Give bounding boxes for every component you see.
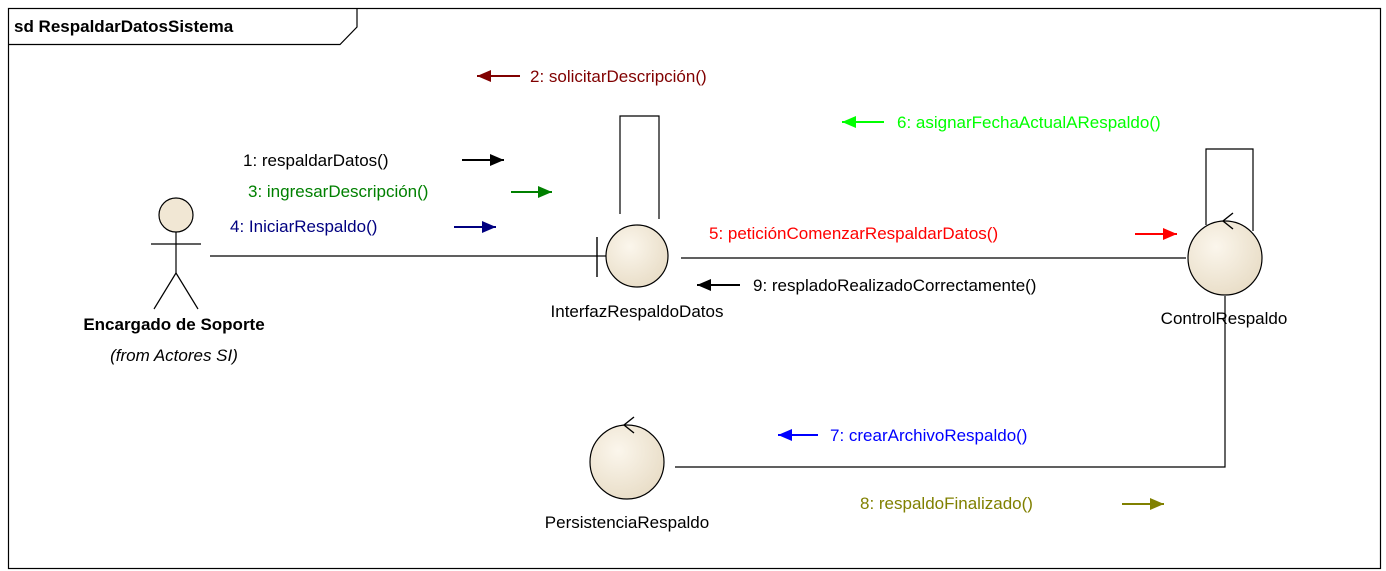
message-label-4: 4: IniciarRespaldo() bbox=[230, 217, 377, 236]
actor-name: Encargado de Soporte bbox=[83, 315, 264, 334]
control-respaldo-icon bbox=[1187, 212, 1263, 296]
arrow-head bbox=[778, 429, 792, 441]
boundary-interfaz-icon bbox=[596, 224, 669, 288]
message-label-2: 2: solicitarDescripción() bbox=[530, 67, 707, 86]
message-arrow-5 bbox=[1135, 228, 1177, 240]
arrow-head bbox=[482, 221, 496, 233]
message-arrow-1 bbox=[462, 154, 504, 166]
message-arrow-3 bbox=[511, 186, 552, 198]
actor-note: (from Actores SI) bbox=[110, 346, 238, 365]
arrow-head bbox=[1163, 228, 1177, 240]
self-link-interfaz bbox=[619, 115, 660, 219]
arrow-head bbox=[842, 116, 856, 128]
actor-head bbox=[158, 197, 194, 233]
arrow-head bbox=[477, 70, 491, 82]
message-label-1: 1: respaldarDatos() bbox=[243, 151, 389, 170]
link-control-persistencia bbox=[675, 296, 1226, 468]
message-label-5: 5: peticiónComenzarRespaldarDatos() bbox=[709, 224, 998, 243]
arrow-head bbox=[1150, 498, 1164, 510]
message-arrow-6 bbox=[842, 116, 884, 128]
message-arrow-4 bbox=[454, 221, 496, 233]
frame-title: sd RespaldarDatosSistema bbox=[14, 17, 234, 36]
message-label-3: 3: ingresarDescripción() bbox=[248, 182, 428, 201]
object-label-interfaz: InterfazRespaldoDatos bbox=[551, 302, 724, 321]
message-label-6: 6: asignarFechaActualARespaldo() bbox=[897, 113, 1161, 132]
arrow-head bbox=[697, 279, 711, 291]
control-persistencia-icon bbox=[589, 416, 665, 500]
diagram-frame bbox=[7, 7, 1382, 570]
message-arrow-8 bbox=[1122, 498, 1164, 510]
arrow-head bbox=[538, 186, 552, 198]
message-arrow-7 bbox=[778, 429, 818, 441]
message-label-8: 8: respaldoFinalizado() bbox=[860, 494, 1033, 513]
message-arrow-2 bbox=[477, 70, 520, 82]
actor-left-leg bbox=[153, 272, 177, 310]
message-label-9: 9: respladoRealizadoCorrectamente() bbox=[753, 276, 1036, 295]
actor-encargado bbox=[151, 197, 201, 310]
object-label-control: ControlRespaldo bbox=[1161, 309, 1288, 328]
frame-title-tab bbox=[8, 8, 358, 46]
arrow-head bbox=[490, 154, 504, 166]
self-link-control bbox=[1205, 148, 1254, 231]
message-label-7: 7: crearArchivoRespaldo() bbox=[830, 426, 1027, 445]
object-label-persistencia: PersistenciaRespaldo bbox=[545, 513, 709, 532]
actor-right-leg bbox=[175, 272, 199, 310]
message-arrow-9 bbox=[697, 279, 740, 291]
